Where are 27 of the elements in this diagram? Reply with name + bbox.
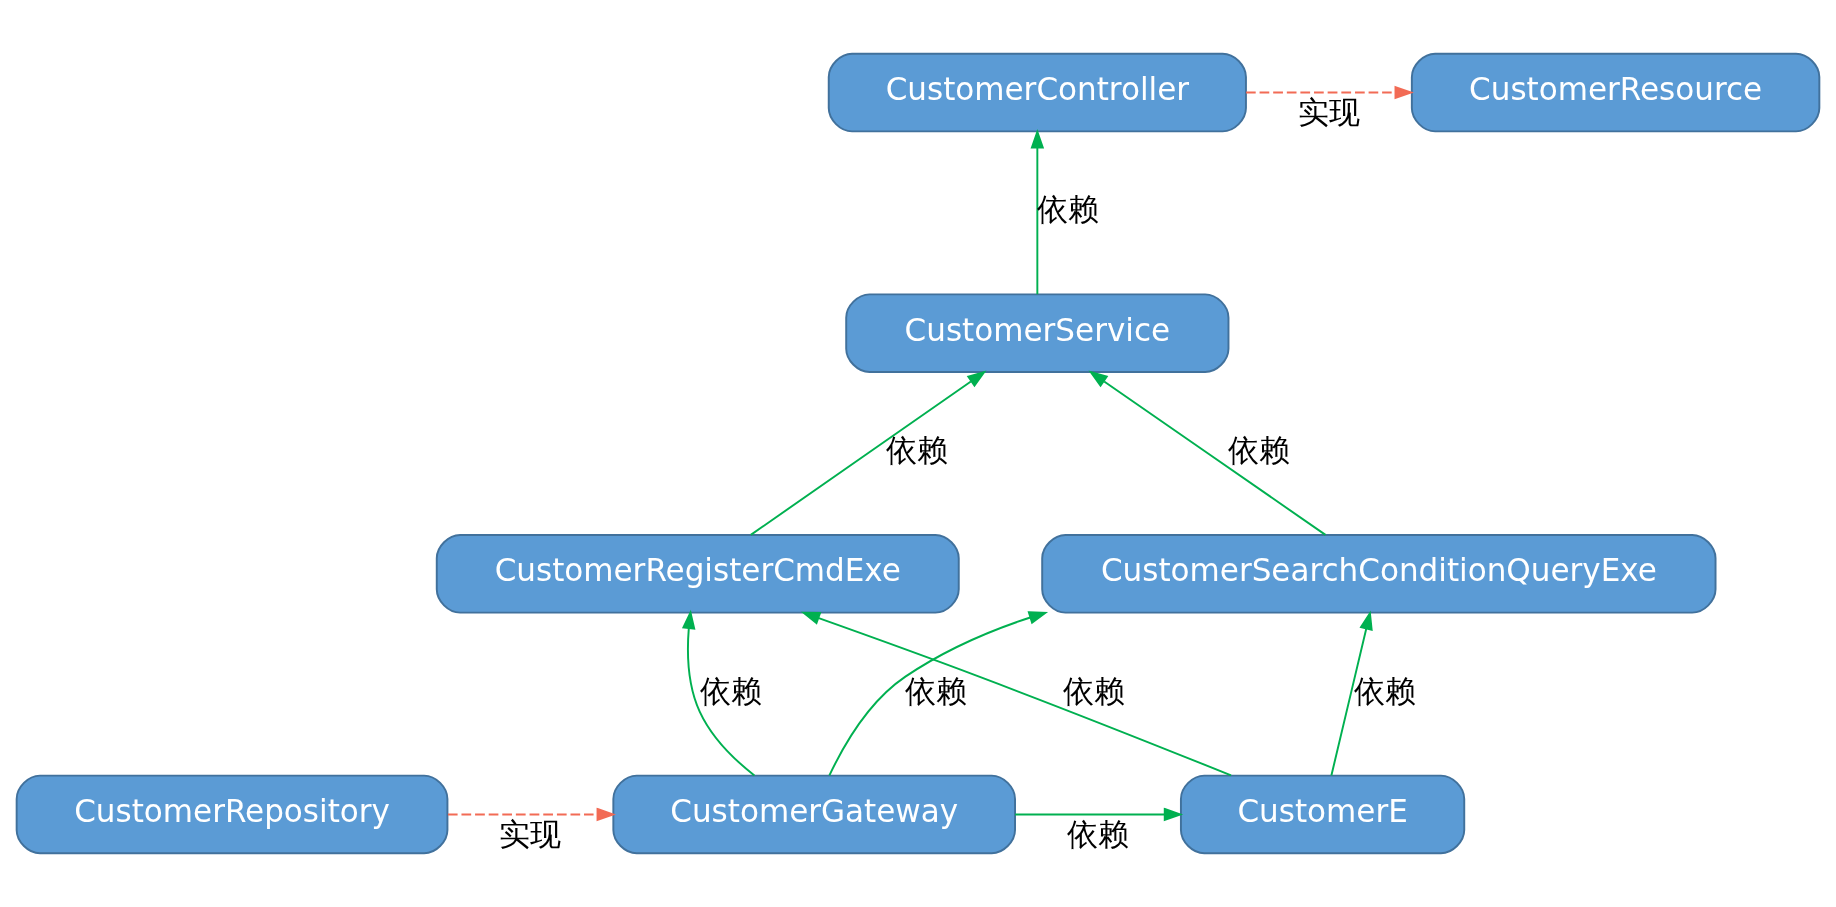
edge-label: 实现	[1297, 94, 1360, 131]
node-box: CustomerSearchConditionQueryExe	[1041, 534, 1717, 614]
node-box: CustomerController	[827, 52, 1247, 133]
edge-label: 依赖	[1066, 816, 1129, 853]
arrow	[1030, 129, 1045, 296]
arrow	[681, 609, 756, 777]
node-box: CustomerRepository	[15, 774, 449, 855]
node-box: CustomerGateway	[612, 774, 1016, 855]
arrow	[1245, 85, 1414, 100]
arrow	[800, 611, 1233, 777]
arrow	[1330, 610, 1373, 777]
edge-label: 依赖	[1227, 431, 1290, 468]
edge-label: 依赖	[886, 431, 949, 468]
edge-label: 依赖	[905, 672, 968, 709]
arrow	[1014, 807, 1184, 822]
edge-label: 实现	[499, 816, 562, 853]
arrow	[1088, 370, 1327, 536]
arrow	[447, 807, 616, 822]
node-box: CustomerE	[1179, 774, 1466, 855]
arrow	[749, 370, 987, 536]
node-box: CustomerResource	[1410, 52, 1821, 133]
edge-label: 依赖	[1353, 672, 1416, 709]
node-box: CustomerService	[845, 293, 1230, 373]
node-box: CustomerRegisterCmdExe	[435, 534, 960, 614]
edge-label: 依赖	[699, 672, 762, 709]
edge-label: 依赖	[1062, 672, 1125, 709]
arrow	[828, 611, 1049, 777]
